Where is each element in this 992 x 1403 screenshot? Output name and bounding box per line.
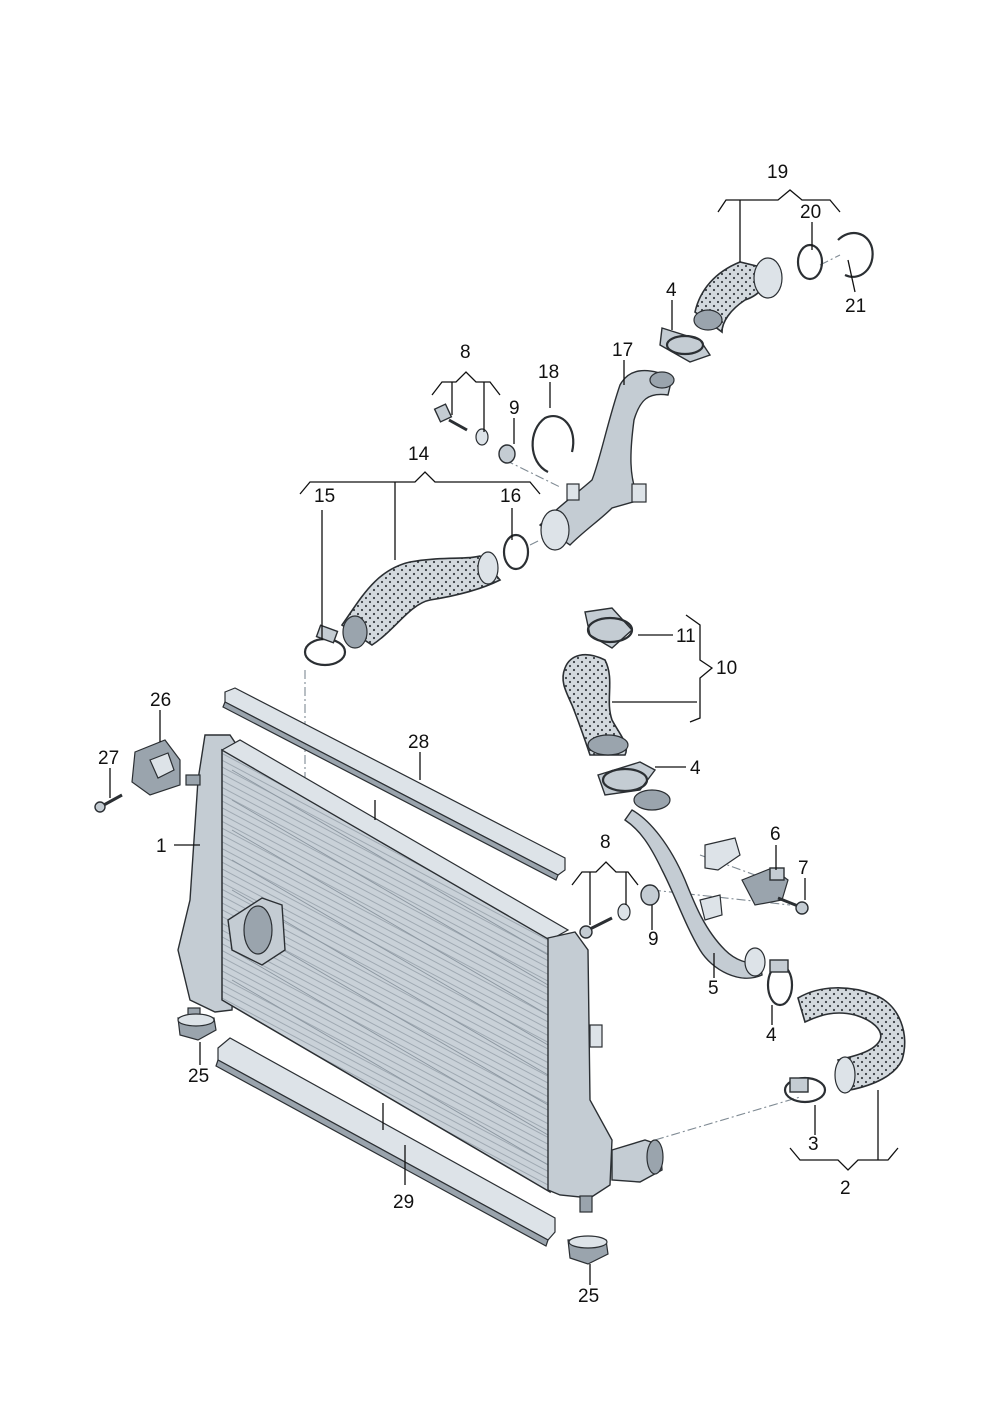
label-16: 16 [500, 486, 521, 507]
hose-clamp-11 [584, 607, 634, 649]
label-28: 28 [408, 732, 429, 753]
label-25-left: 25 [188, 1066, 209, 1087]
circlip-21 [837, 231, 874, 278]
label-4-lower: 4 [766, 1025, 777, 1046]
part-number-labels: 19 20 21 4 17 18 8 9 14 15 16 11 10 26 2… [98, 162, 866, 1307]
label-8-upper: 8 [460, 342, 471, 363]
label-27: 27 [98, 748, 119, 769]
label-4-middle: 4 [690, 758, 701, 779]
label-15: 15 [314, 486, 335, 507]
o-ring-20 [796, 243, 824, 281]
label-11: 11 [676, 626, 696, 647]
o-ring-16 [502, 533, 530, 571]
hose-clamp-4-lower [766, 959, 794, 1007]
nut-9-upper [498, 444, 516, 464]
bolt-set-8-upper [433, 403, 489, 446]
label-20: 20 [800, 202, 821, 223]
sensor-6 [741, 867, 789, 906]
charge-air-cooler-1 [177, 734, 664, 1213]
label-9-lower: 9 [648, 929, 659, 950]
label-1: 1 [156, 836, 167, 857]
label-25-right: 25 [578, 1286, 599, 1307]
label-6: 6 [770, 824, 781, 845]
upper-air-guide-rail-28 [222, 687, 566, 881]
circlip-18 [531, 415, 575, 473]
charge-air-hose-19 [693, 257, 783, 334]
hose-clamp-4-upper [659, 327, 712, 363]
screw-7 [777, 896, 809, 915]
rubber-mount-25-right [567, 1235, 609, 1265]
hose-clamp-3 [783, 1076, 827, 1104]
charge-air-pipe-5 [624, 789, 766, 979]
label-14: 14 [408, 444, 430, 465]
charge-air-pipe-17 [538, 369, 675, 551]
label-26: 26 [150, 690, 171, 711]
label-21: 21 [845, 296, 866, 317]
bracket-26 [131, 739, 181, 796]
label-3: 3 [808, 1134, 819, 1155]
bolt-set-8-lower [579, 903, 631, 939]
label-17: 17 [612, 340, 633, 361]
lower-air-guide-rail-29 [215, 1037, 556, 1247]
rubber-mount-25-left [177, 1013, 217, 1041]
label-19: 19 [767, 162, 788, 183]
charge-air-hose-2 [797, 987, 906, 1094]
label-10: 10 [716, 658, 737, 679]
label-18: 18 [538, 362, 559, 383]
label-2: 2 [840, 1178, 851, 1199]
label-29: 29 [393, 1192, 414, 1213]
charge-air-hose-10 [562, 653, 629, 756]
hose-clamp-4-middle [597, 761, 657, 796]
nut-9-lower [640, 884, 660, 906]
label-4-upper: 4 [666, 280, 677, 301]
screw-27 [94, 793, 123, 813]
label-7: 7 [798, 858, 809, 879]
leader-lines [109, 189, 899, 1285]
charge-air-hose-14 [340, 551, 502, 649]
label-8-lower: 8 [600, 832, 611, 853]
hose-clamp-15 [303, 624, 347, 667]
label-9-upper: 9 [509, 398, 520, 419]
label-5: 5 [708, 978, 719, 999]
